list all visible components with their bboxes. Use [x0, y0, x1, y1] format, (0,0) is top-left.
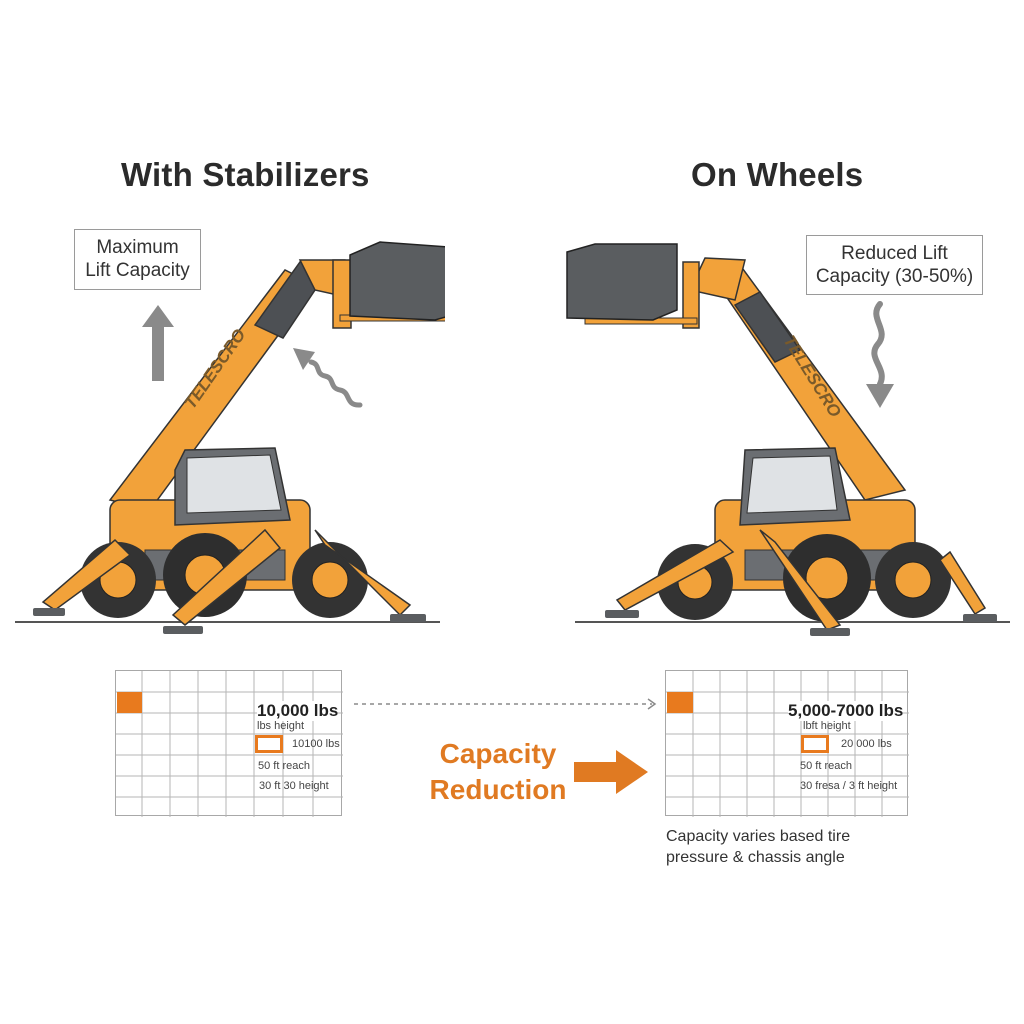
squiggle-down-arrow-icon	[866, 301, 894, 408]
chart-row-text: 10100 lbs	[292, 738, 340, 750]
squiggle-arrow-icon	[293, 348, 363, 408]
callout-line: Maximum	[96, 237, 179, 258]
capacity-reduction-label: Capacity Reduction	[428, 736, 568, 808]
highlighted-cell	[117, 692, 142, 713]
dashed-connector-arrow	[354, 698, 657, 710]
chart-row-text: lbft height	[803, 720, 851, 732]
max-lift-capacity-callout: Maximum Lift Capacity	[74, 229, 201, 290]
note-line: Capacity varies based tire	[666, 828, 851, 845]
chart-headline: 10,000 lbs	[257, 701, 339, 721]
callout-line: Lift Capacity	[85, 260, 190, 281]
telehandler-with-stabilizers-illustration: TELESCRO	[15, 241, 445, 634]
capacity-note: Capacity varies based tire pressure & ch…	[666, 826, 850, 868]
chart-row-text: 30 ft 30 height	[259, 780, 329, 792]
chart-row-text: 50 ft reach	[258, 760, 310, 772]
telehandler-on-wheels-illustration: TELESCRO	[566, 243, 1010, 636]
outlined-cell	[255, 735, 283, 753]
highlighted-cell	[667, 692, 693, 713]
left-load-chart: 10,000 lbs lbs height 10100 lbs 50 ft re…	[115, 670, 343, 817]
chart-row-text: 30 fresa / 3 ft height	[800, 780, 898, 792]
chart-row-text: 50 ft reach	[800, 760, 852, 772]
reduction-label-line: Capacity	[439, 738, 557, 769]
outlined-cell	[801, 735, 829, 753]
note-line: pressure & chassis angle	[666, 849, 845, 866]
chart-row-text: 20 000 lbs	[841, 738, 892, 750]
left-panel-title: With Stabilizers	[121, 156, 370, 193]
reduction-label-line: Reduction	[429, 774, 567, 805]
chart-grid-lines	[116, 671, 343, 817]
reduced-lift-capacity-callout: Reduced Lift Capacity (30-50%)	[806, 235, 983, 295]
chart-headline: 5,000-7000 lbs	[788, 701, 904, 721]
right-arrow-icon	[574, 750, 648, 794]
up-arrow-icon	[142, 305, 174, 381]
right-load-chart: 5,000-7000 lbs lbft height 20 000 lbs 50…	[665, 670, 909, 817]
callout-line: Capacity (30-50%)	[815, 266, 974, 287]
callout-line: Reduced Lift	[841, 243, 948, 264]
chart-row-text: lbs height	[257, 720, 305, 732]
right-panel-title: On Wheels	[691, 156, 864, 193]
